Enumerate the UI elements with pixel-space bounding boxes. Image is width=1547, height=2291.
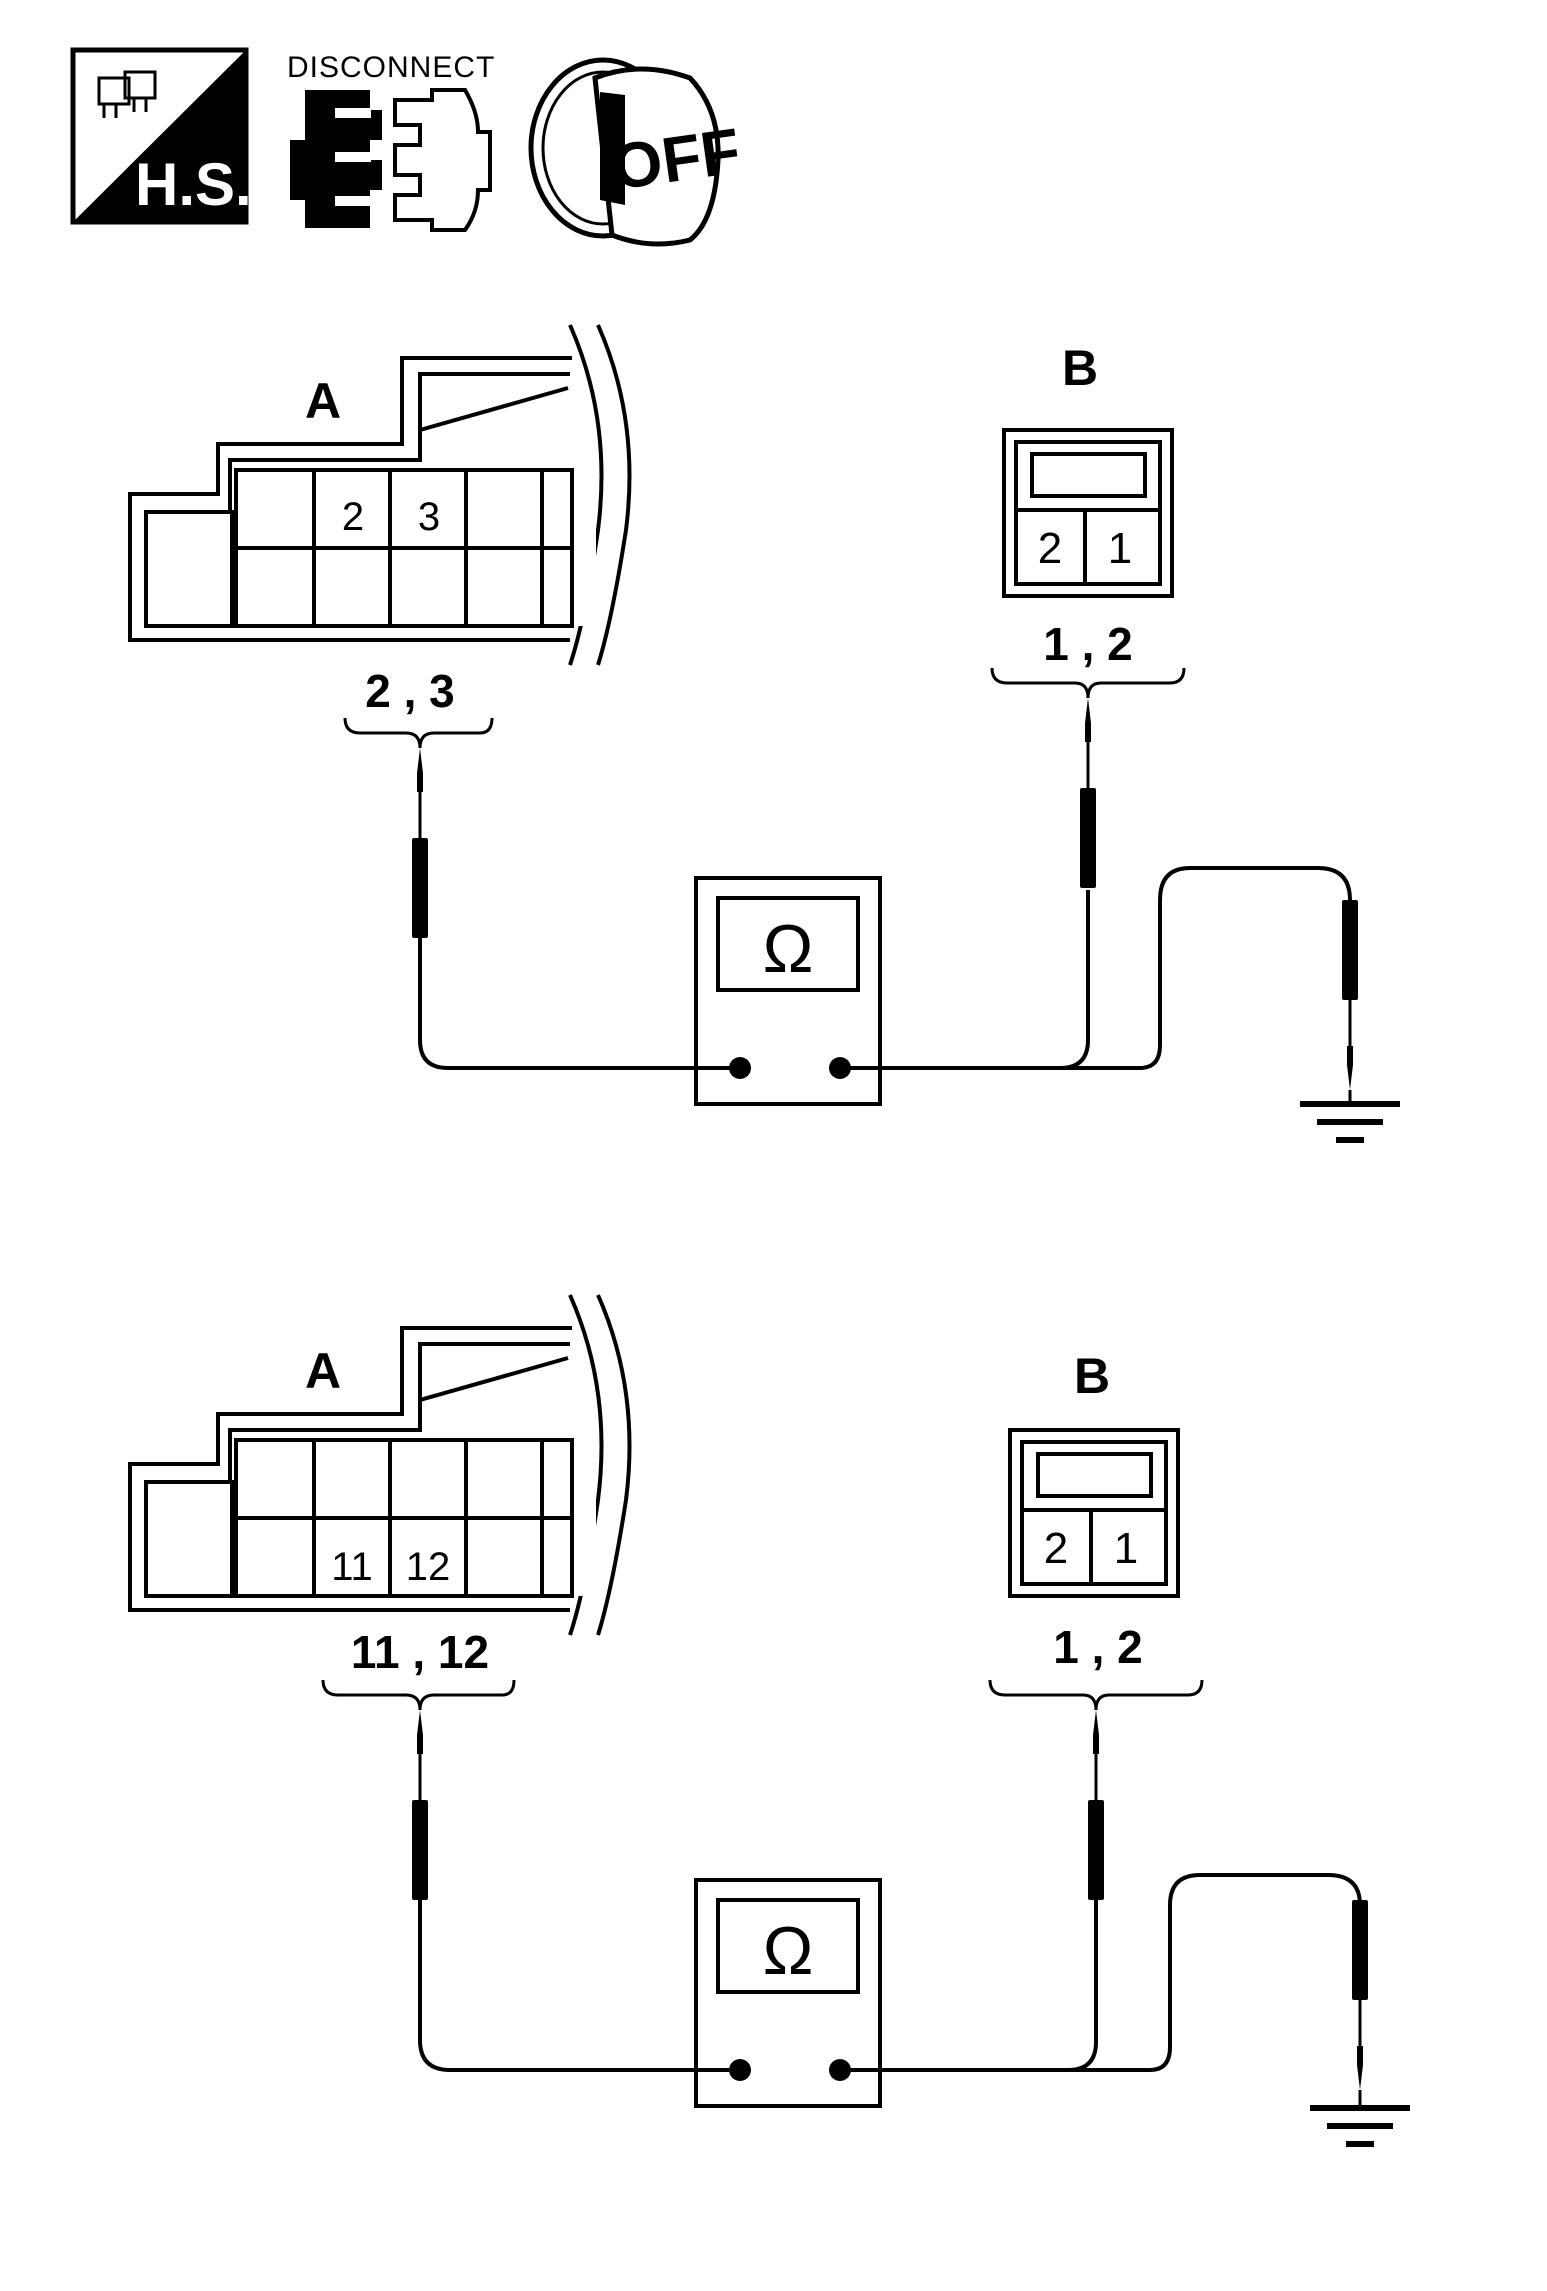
probe-a xyxy=(410,746,430,940)
ohm-symbol: Ω xyxy=(763,1913,814,1989)
terminal-label: 1 xyxy=(1108,524,1132,573)
break-line xyxy=(596,324,632,666)
disconnect-label: DISCONNECT xyxy=(287,51,495,84)
brace xyxy=(988,1679,1204,1711)
connector-b xyxy=(1008,1428,1180,1598)
terminal-label: 12 xyxy=(406,1545,451,1589)
brace xyxy=(990,667,1186,699)
wiring xyxy=(418,866,1352,1070)
ignition-off-icon: OFF xyxy=(528,57,745,247)
break-line xyxy=(568,1294,604,1636)
terminal-label: 1 xyxy=(1114,1524,1138,1573)
ignition-off-label: OFF xyxy=(608,114,745,203)
probe-label-a: 2 , 3 xyxy=(365,665,455,717)
terminal-label: 2 xyxy=(1044,1524,1068,1573)
wiring xyxy=(418,1873,1362,2072)
connector-b xyxy=(1002,428,1174,598)
probe-ground xyxy=(1340,898,1360,1092)
harness-side-label: H.S. xyxy=(135,151,252,218)
connector-a xyxy=(128,1326,574,1612)
terminal-label: 11 xyxy=(331,1545,373,1589)
connector-a-label: A xyxy=(305,373,341,429)
probe-label-b: 1 , 2 xyxy=(1043,618,1133,670)
disconnect-icon: DISCONNECT xyxy=(287,51,495,232)
ohmmeter: Ω xyxy=(694,876,882,1106)
break-line xyxy=(568,324,604,666)
brace xyxy=(343,717,494,749)
probe-b xyxy=(1078,696,1098,890)
connector-a-label: A xyxy=(305,1343,341,1399)
probe-ground xyxy=(1350,1898,1370,2092)
terminal-label: 2 xyxy=(1038,524,1062,573)
ohm-symbol: Ω xyxy=(763,911,814,987)
test-diagram-2: A 11 12 11 , 12 B 2 1 1 , 2 Ω xyxy=(128,1294,1410,2144)
ohmmeter: Ω xyxy=(694,1878,882,2108)
probe-b xyxy=(1086,1708,1106,1902)
probe-label-a: 11 , 12 xyxy=(351,1626,489,1678)
ground-icon xyxy=(1300,1104,1400,1140)
test-diagram-1: A 2 3 2 , 3 B 2 1 1 , 2 Ω xyxy=(128,324,1400,1140)
connector-b-label: B xyxy=(1074,1348,1110,1404)
brace xyxy=(321,1679,516,1711)
terminal-label: 3 xyxy=(418,495,440,539)
harness-side-icon: H.S. xyxy=(70,47,252,225)
connector-b-label: B xyxy=(1062,340,1098,396)
break-line xyxy=(596,1294,632,1636)
terminal-label: 2 xyxy=(342,495,364,539)
connector-a xyxy=(128,356,574,642)
probe-a xyxy=(410,1708,430,1902)
ground-icon xyxy=(1310,2108,1410,2144)
probe-label-b: 1 , 2 xyxy=(1053,1621,1143,1673)
